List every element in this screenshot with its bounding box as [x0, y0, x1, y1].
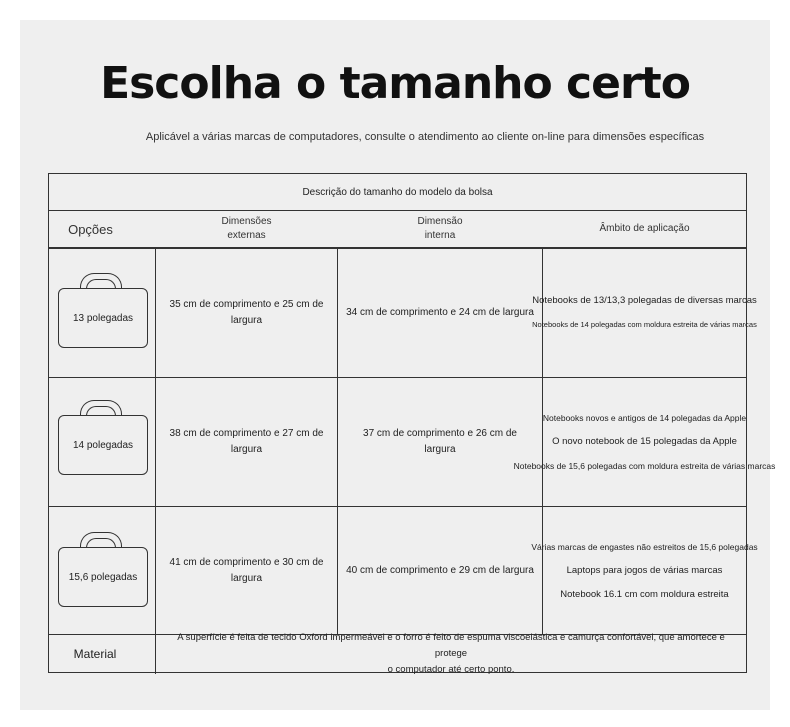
bag-body: 14 polegadas [58, 415, 148, 475]
table-title: Descrição do tamanho do modelo da bolsa [302, 186, 493, 198]
size-table: Descrição do tamanho do modelo da bolsa … [48, 173, 776, 675]
size-label: 14 polegadas [72, 439, 134, 451]
header-options: Opções [68, 221, 113, 237]
divider [49, 634, 746, 635]
divider [337, 247, 338, 634]
page-title: Escolha o tamanho certo [100, 58, 691, 109]
divider [542, 247, 543, 634]
bag-body: 15,6 polegadas [58, 547, 148, 607]
external-dimension: 35 cm de comprimento e 25 cm de largura [169, 298, 324, 326]
divider [49, 506, 746, 507]
divider [49, 247, 746, 249]
divider [155, 247, 156, 674]
bag-illustration-15-6: 15,6 polegadas [58, 532, 148, 607]
bag-handle-icon [80, 532, 122, 559]
size-label: 15,6 polegadas [68, 571, 138, 583]
internal-dimension: 40 cm de comprimento e 29 cm de largura [346, 564, 534, 576]
page-subtitle: Aplicável a várias marcas de computadore… [145, 131, 705, 143]
external-dimension: 41 cm de comprimento e 30 cm de largura [169, 556, 324, 584]
scope-list: Notebooks novos e antigos de 14 polegada… [513, 413, 776, 471]
header-scope: Âmbito de aplicação [599, 223, 690, 234]
scope-list: Várias marcas de engastes não estreitos … [531, 541, 758, 600]
bag-handle-icon [80, 400, 122, 427]
header-external: Dimensões externas [221, 216, 272, 241]
divider [49, 377, 746, 378]
size-label: 13 polegadas [72, 312, 134, 324]
material-description: A superfície é feita de tecido Oxford im… [177, 632, 725, 675]
header-internal: Dimensão interna [417, 216, 463, 241]
bag-illustration-13: 13 polegadas [58, 273, 148, 348]
internal-dimension: 37 cm de comprimento e 26 cm de largura [363, 428, 517, 455]
scope-list: Notebooks de 13/13,3 polegadas de divers… [532, 294, 757, 329]
material-label: Material [73, 647, 117, 661]
bag-handle-icon [80, 273, 122, 300]
external-dimension: 38 cm de comprimento e 27 cm de largura [169, 428, 324, 455]
divider [49, 210, 746, 211]
bag-illustration-14: 14 polegadas [58, 400, 148, 475]
bag-body: 13 polegadas [58, 288, 148, 348]
internal-dimension: 34 cm de comprimento e 24 cm de largura [346, 306, 534, 318]
